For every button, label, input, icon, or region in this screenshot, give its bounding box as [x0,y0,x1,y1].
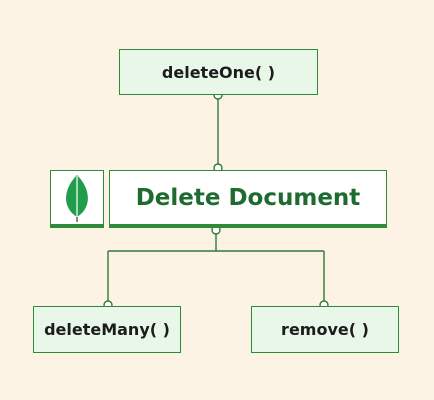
mongodb-leaf-icon [66,174,88,222]
delete-document-title: Delete Document [135,184,361,211]
deletemany-label: deleteMany( ) [44,320,170,339]
remove-node: remove( ) [251,306,399,353]
deleteone-label: deleteOne( ) [161,62,276,82]
delete-document-node: Delete Document [109,170,387,228]
deleteone-node: deleteOne( ) [119,49,318,95]
deletemany-node: deleteMany( ) [33,306,181,353]
remove-label: remove( ) [281,320,369,339]
mongodb-logo [50,170,104,228]
